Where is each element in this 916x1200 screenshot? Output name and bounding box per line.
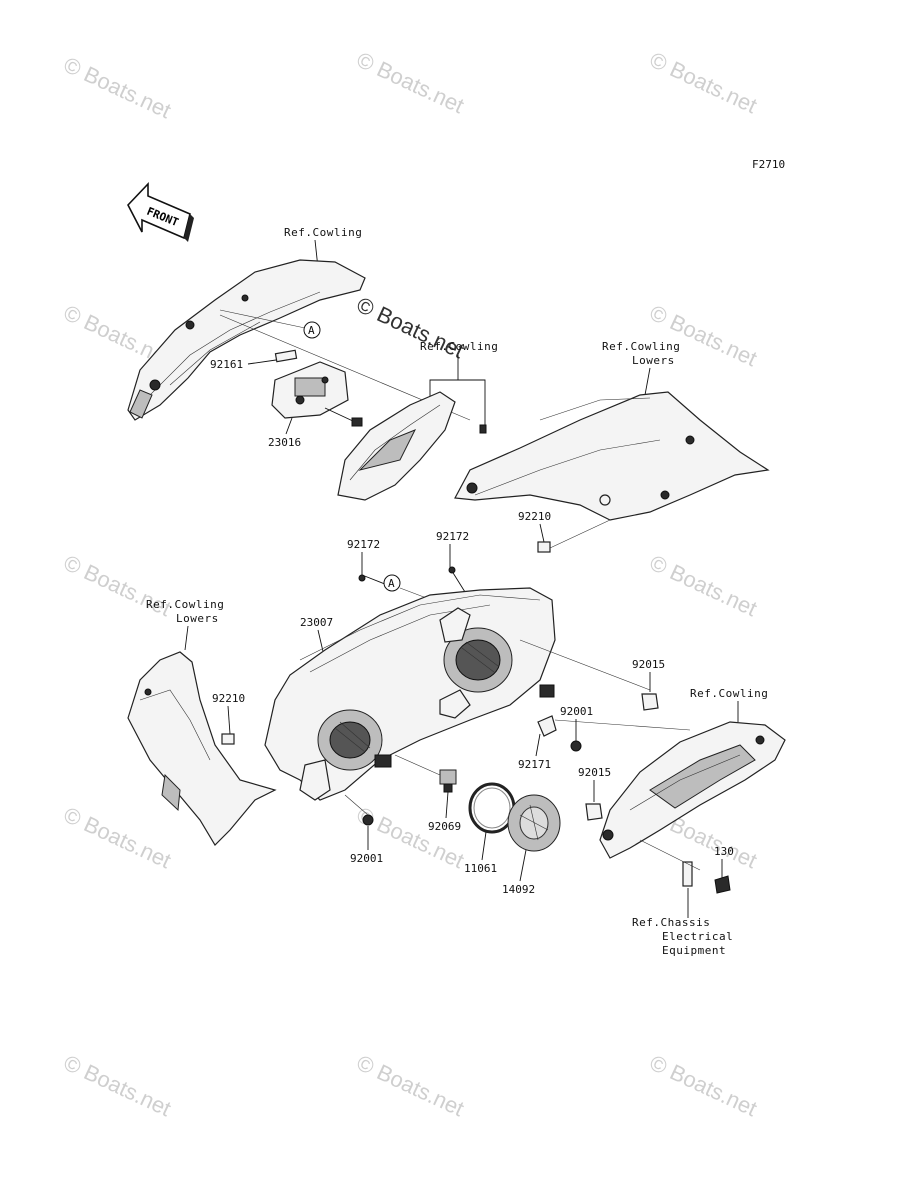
label-130: 130 (714, 845, 734, 858)
label-92001-a: 92001 (560, 705, 593, 718)
label-23016: 23016 (268, 436, 301, 449)
part-11061-ring (468, 782, 516, 834)
label-ref-cowling-lowers-left-1: Ref.Cowling (146, 598, 224, 611)
label-ref-cowling-lowers-right-2: Lowers (632, 354, 675, 367)
marker-a-top: A (219, 309, 321, 339)
watermark: © Boats.net (60, 52, 175, 123)
part-92210-a (537, 541, 551, 553)
part-92001-a (570, 740, 582, 752)
lower-cowling-right-part (454, 391, 770, 521)
label-92171: 92171 (518, 758, 551, 771)
watermark: © Boats.net (646, 550, 761, 621)
part-14092-cap (507, 794, 561, 852)
lower-cowling-left-part (127, 651, 277, 846)
label-ref-cowling-top: Ref.Cowling (284, 226, 362, 239)
label-ref-chassis-3: Equipment (662, 944, 726, 957)
label-92172-a: 92172 (347, 538, 380, 551)
part-130-bolt (714, 875, 731, 894)
marker-a-label: A (388, 577, 395, 590)
label-92069: 92069 (428, 820, 461, 833)
part-23007-headlight (264, 587, 556, 801)
mid-cowling-part (337, 391, 487, 501)
marker-a-mid: A (383, 574, 446, 606)
label-92015-b: 92015 (578, 766, 611, 779)
label-92210-b: 92210 (212, 692, 245, 705)
part-92161 (274, 349, 298, 363)
watermark: © Boats.net (646, 1050, 761, 1121)
label-92172-b: 92172 (436, 530, 469, 543)
watermark: © Boats.net (60, 802, 175, 873)
marker-a-label: A (308, 324, 315, 337)
part-92015-b (585, 803, 603, 821)
label-92161: 92161 (210, 358, 243, 371)
label-ref-cowling-lowers-right-1: Ref.Cowling (602, 340, 680, 353)
label-92210-a: 92210 (518, 510, 551, 523)
right-cowling-bracket-part (599, 721, 786, 859)
watermark: © Boats.net (353, 1050, 468, 1121)
label-ref-cowling-mid: Ref.Cowling (420, 340, 498, 353)
figure-code: F2710 (752, 158, 785, 171)
front-arrow-icon: FRONT (127, 182, 194, 242)
label-ref-chassis-1: Ref.Chassis (632, 916, 710, 929)
part-92015-a (641, 693, 659, 711)
part-92069 (394, 754, 457, 793)
watermark: © Boats.net (353, 47, 468, 118)
upper-cowling-part (127, 259, 366, 421)
label-ref-chassis-2: Electrical (662, 930, 733, 943)
part-23016 (271, 361, 363, 427)
label-92015-a: 92015 (632, 658, 665, 671)
part-chassis-bracket (682, 861, 693, 887)
watermark: © Boats.net (646, 47, 761, 118)
label-11061: 11061 (464, 862, 497, 875)
label-ref-cowling-right: Ref.Cowling (690, 687, 768, 700)
part-92001-b (362, 814, 374, 826)
part-92210-b (221, 733, 235, 745)
label-14092: 14092 (502, 883, 535, 896)
label-ref-cowling-lowers-left-2: Lowers (176, 612, 219, 625)
part-92171 (537, 715, 557, 737)
label-92001-b: 92001 (350, 852, 383, 865)
watermark: © Boats.net (60, 1050, 175, 1121)
label-23007: 23007 (300, 616, 333, 629)
